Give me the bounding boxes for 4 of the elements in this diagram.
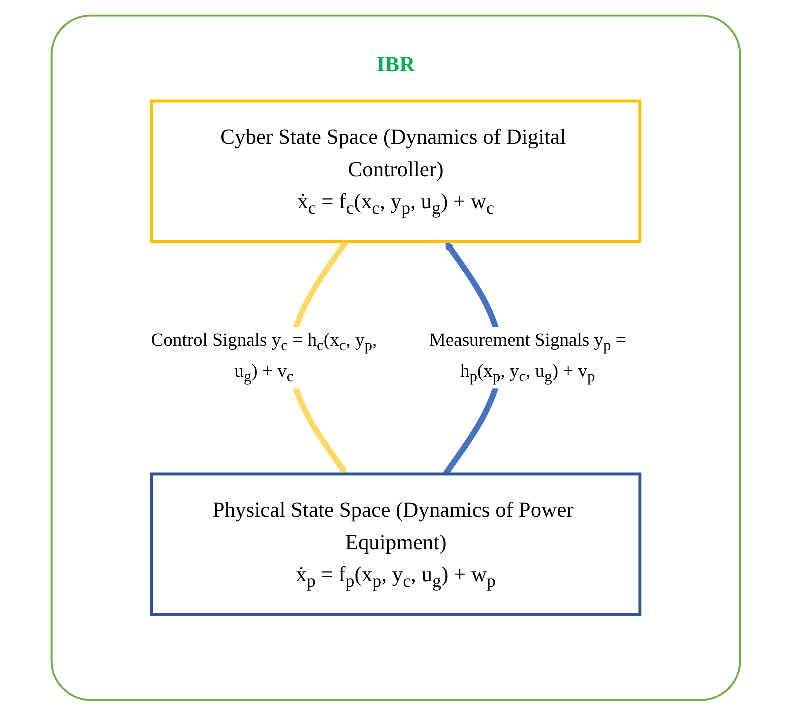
edge-label: Measurement Signals y$_{p}$ = h$_{p}$(x$_{p}$, y$_{c}$, u$_{g}$) + v$_{p}$ xyxy=(430,330,627,386)
node-box xyxy=(150,100,642,244)
edge-label: Control Signals y$_{c}$ = h$_{c}$(x$_{c}$, y$_{p}$, u$_{g}$) + v$_{c}$ xyxy=(152,330,378,386)
node-box xyxy=(150,472,642,616)
